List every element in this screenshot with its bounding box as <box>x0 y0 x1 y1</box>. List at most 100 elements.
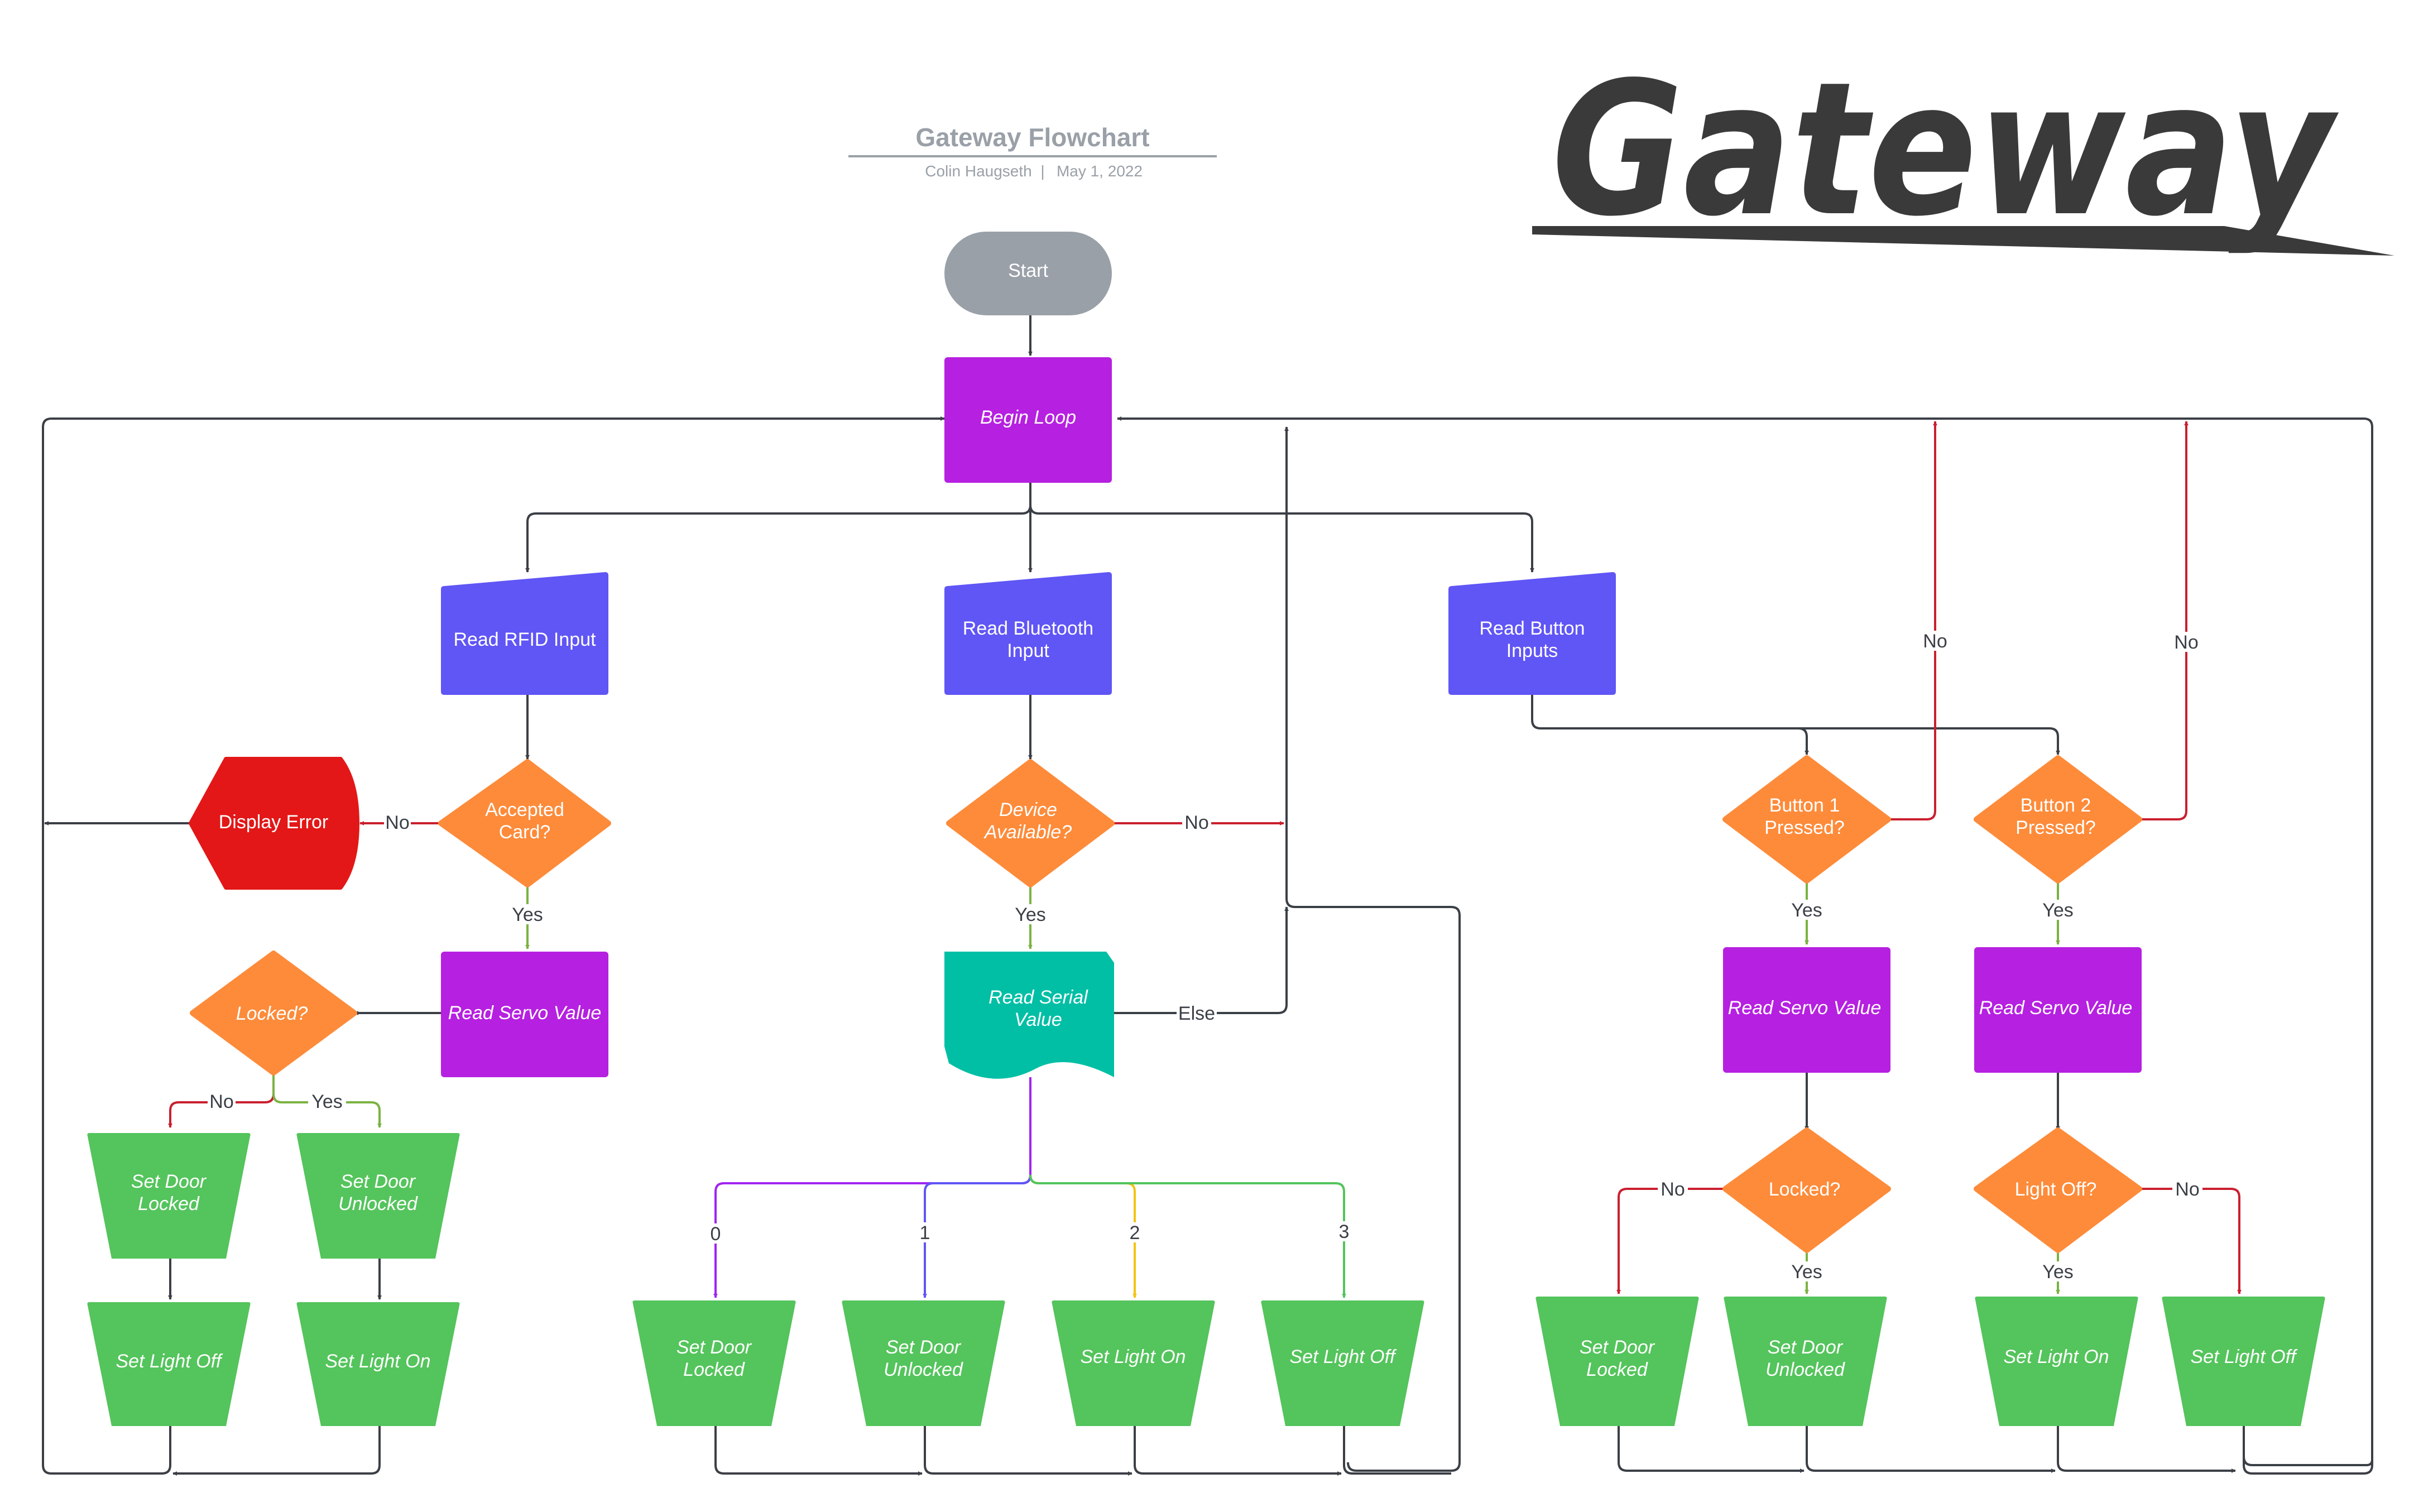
node-accepted-card: Accepted Card? <box>438 759 611 887</box>
node-label: Locked <box>683 1359 745 1380</box>
edge-label-no: No <box>2175 1179 2199 1200</box>
gateway-logo: Gateway <box>1532 42 2394 257</box>
node-label: Set Door <box>1580 1337 1655 1358</box>
node-read-rfid-label: Read RFID Input <box>453 629 596 650</box>
edge-label-else: Else <box>1178 1003 1215 1024</box>
edge-label-case-0: 0 <box>711 1223 721 1245</box>
node-read-button: Read Button Inputs <box>1448 572 1616 695</box>
node-locked-left: Locked? <box>190 951 357 1076</box>
node-right-set-door-unlocked: Set Door Unlocked <box>1724 1297 1887 1426</box>
node-read-servo-b1-label: Read Servo Value <box>1728 997 1882 1019</box>
node-device-available-label-2: Available? <box>983 822 1072 843</box>
node-read-button-label-2: Inputs <box>1506 640 1558 661</box>
edge-label-no: No <box>385 812 409 833</box>
node-label: Unlocked <box>338 1193 418 1215</box>
node-mid-set-light-on: Set Light On <box>1052 1300 1215 1426</box>
node-read-servo-b2-label: Read Servo Value <box>1979 997 2133 1019</box>
edge-label-no: No <box>2174 632 2198 653</box>
node-right-set-light-on: Set Light On <box>1975 1297 2138 1426</box>
edge-label-yes: Yes <box>1791 1261 1822 1283</box>
node-read-serial-label-2: Value <box>1014 1009 1062 1030</box>
node-accepted-card-label-1: Accepted <box>485 799 564 820</box>
node-read-servo-left: Read Servo Value <box>441 952 608 1077</box>
node-label: Unlocked <box>884 1359 963 1380</box>
edge-label-no: No <box>209 1091 233 1112</box>
edge-label-yes: Yes <box>2042 1261 2073 1283</box>
node-label: Set Door <box>131 1171 207 1192</box>
page-title: Gateway Flowchart <box>915 123 1149 152</box>
node-label: Set Light On <box>2003 1346 2109 1367</box>
node-mid-set-light-off: Set Light Off <box>1261 1300 1424 1426</box>
node-read-rfid: Read RFID Input <box>441 572 608 695</box>
node-start: Start <box>944 232 1112 315</box>
node-button1-label-2: Pressed? <box>1764 817 1845 838</box>
node-light-off-question-label: Light Off? <box>2015 1179 2097 1200</box>
node-button2-label-2: Pressed? <box>2016 817 2096 838</box>
node-start-label: Start <box>1008 260 1048 281</box>
node-left-set-light-off: Set Light Off <box>87 1302 251 1426</box>
node-begin-loop-label: Begin Loop <box>980 407 1076 428</box>
date: May 1, 2022 <box>1057 162 1143 180</box>
node-locked-right: Locked? <box>1722 1127 1891 1253</box>
node-locked-left-label: Locked? <box>236 1003 308 1024</box>
node-display-error-label: Display Error <box>219 812 328 833</box>
node-light-off-question: Light Off? <box>1974 1127 2142 1253</box>
node-label: Set Door <box>1768 1337 1844 1358</box>
edge-label-yes: Yes <box>1015 904 1045 925</box>
node-label: Set Door <box>886 1337 962 1358</box>
edge-label-no: No <box>1184 812 1208 833</box>
node-button1-pressed: Button 1 Pressed? <box>1722 755 1891 884</box>
node-read-servo-b1: Read Servo Value <box>1723 947 1890 1073</box>
node-display-error: Display Error <box>189 757 359 890</box>
node-button2-label-1: Button 2 <box>2021 795 2091 816</box>
header: Gateway Flowchart Colin Haugseth | May 1… <box>848 123 1217 180</box>
edge-labels: No Yes No Yes No Yes Else 0 1 2 3 No No … <box>208 631 2202 1283</box>
node-left-set-door-unlocked: Set Door Unlocked <box>296 1133 460 1259</box>
edge-label-case-1: 1 <box>920 1222 930 1244</box>
node-button2-pressed: Button 2 Pressed? <box>1974 755 2142 884</box>
node-begin-loop: Begin Loop <box>944 357 1112 483</box>
node-accepted-card-label-2: Card? <box>499 822 551 843</box>
node-read-serial: Read Serial Value <box>944 952 1114 1079</box>
node-label: Set Light On <box>1080 1346 1186 1367</box>
node-left-set-light-on: Set Light On <box>296 1302 460 1426</box>
node-button1-label-1: Button 1 <box>1769 795 1840 816</box>
node-label: Set Light Off <box>2191 1346 2298 1367</box>
node-label: Set Door <box>676 1337 752 1358</box>
node-mid-set-door-locked: Set Door Locked <box>632 1300 796 1426</box>
edge-label-yes: Yes <box>311 1091 342 1112</box>
node-read-button-label-1: Read Button <box>1479 618 1585 639</box>
node-label: Locked <box>1586 1359 1648 1380</box>
node-label: Locked <box>138 1193 200 1215</box>
node-read-bluetooth-label-2: Input <box>1007 640 1049 661</box>
edge-label-no: No <box>1661 1179 1685 1200</box>
node-label: Set Door <box>340 1171 416 1192</box>
node-right-set-door-locked: Set Door Locked <box>1535 1297 1699 1426</box>
edge-label-case-2: 2 <box>1130 1222 1140 1244</box>
node-read-bluetooth-label-1: Read Bluetooth <box>963 618 1093 639</box>
node-label: Set Light Off <box>116 1351 224 1372</box>
byline-separator: | <box>1040 162 1044 180</box>
author: Colin Haugseth <box>925 162 1031 180</box>
node-device-available-label-1: Device <box>999 799 1057 820</box>
node-left-set-door-locked: Set Door Locked <box>87 1133 251 1259</box>
node-read-bluetooth: Read Bluetooth Input <box>944 572 1112 695</box>
node-device-available: Device Available? <box>946 759 1115 887</box>
node-read-serial-label-1: Read Serial <box>988 987 1088 1008</box>
node-label: Set Light Off <box>1290 1346 1398 1367</box>
edge-label-case-3: 3 <box>1339 1221 1350 1242</box>
edge-label-yes: Yes <box>1791 900 1822 921</box>
node-right-set-light-off: Set Light Off <box>2162 1297 2325 1426</box>
logo-text: Gateway <box>1552 42 2339 257</box>
node-locked-right-label: Locked? <box>1769 1179 1841 1200</box>
node-read-servo-left-label: Read Servo Value <box>448 1002 602 1024</box>
node-mid-set-door-unlocked: Set Door Unlocked <box>842 1300 1005 1426</box>
connectors <box>42 315 2373 1476</box>
edge-label-no: No <box>1923 631 1947 652</box>
node-read-servo-b2: Read Servo Value <box>1974 947 2142 1073</box>
node-label: Unlocked <box>1765 1359 1845 1380</box>
edge-label-yes: Yes <box>2042 900 2073 921</box>
node-label: Set Light On <box>325 1351 430 1372</box>
logo-underline <box>1532 226 2394 256</box>
